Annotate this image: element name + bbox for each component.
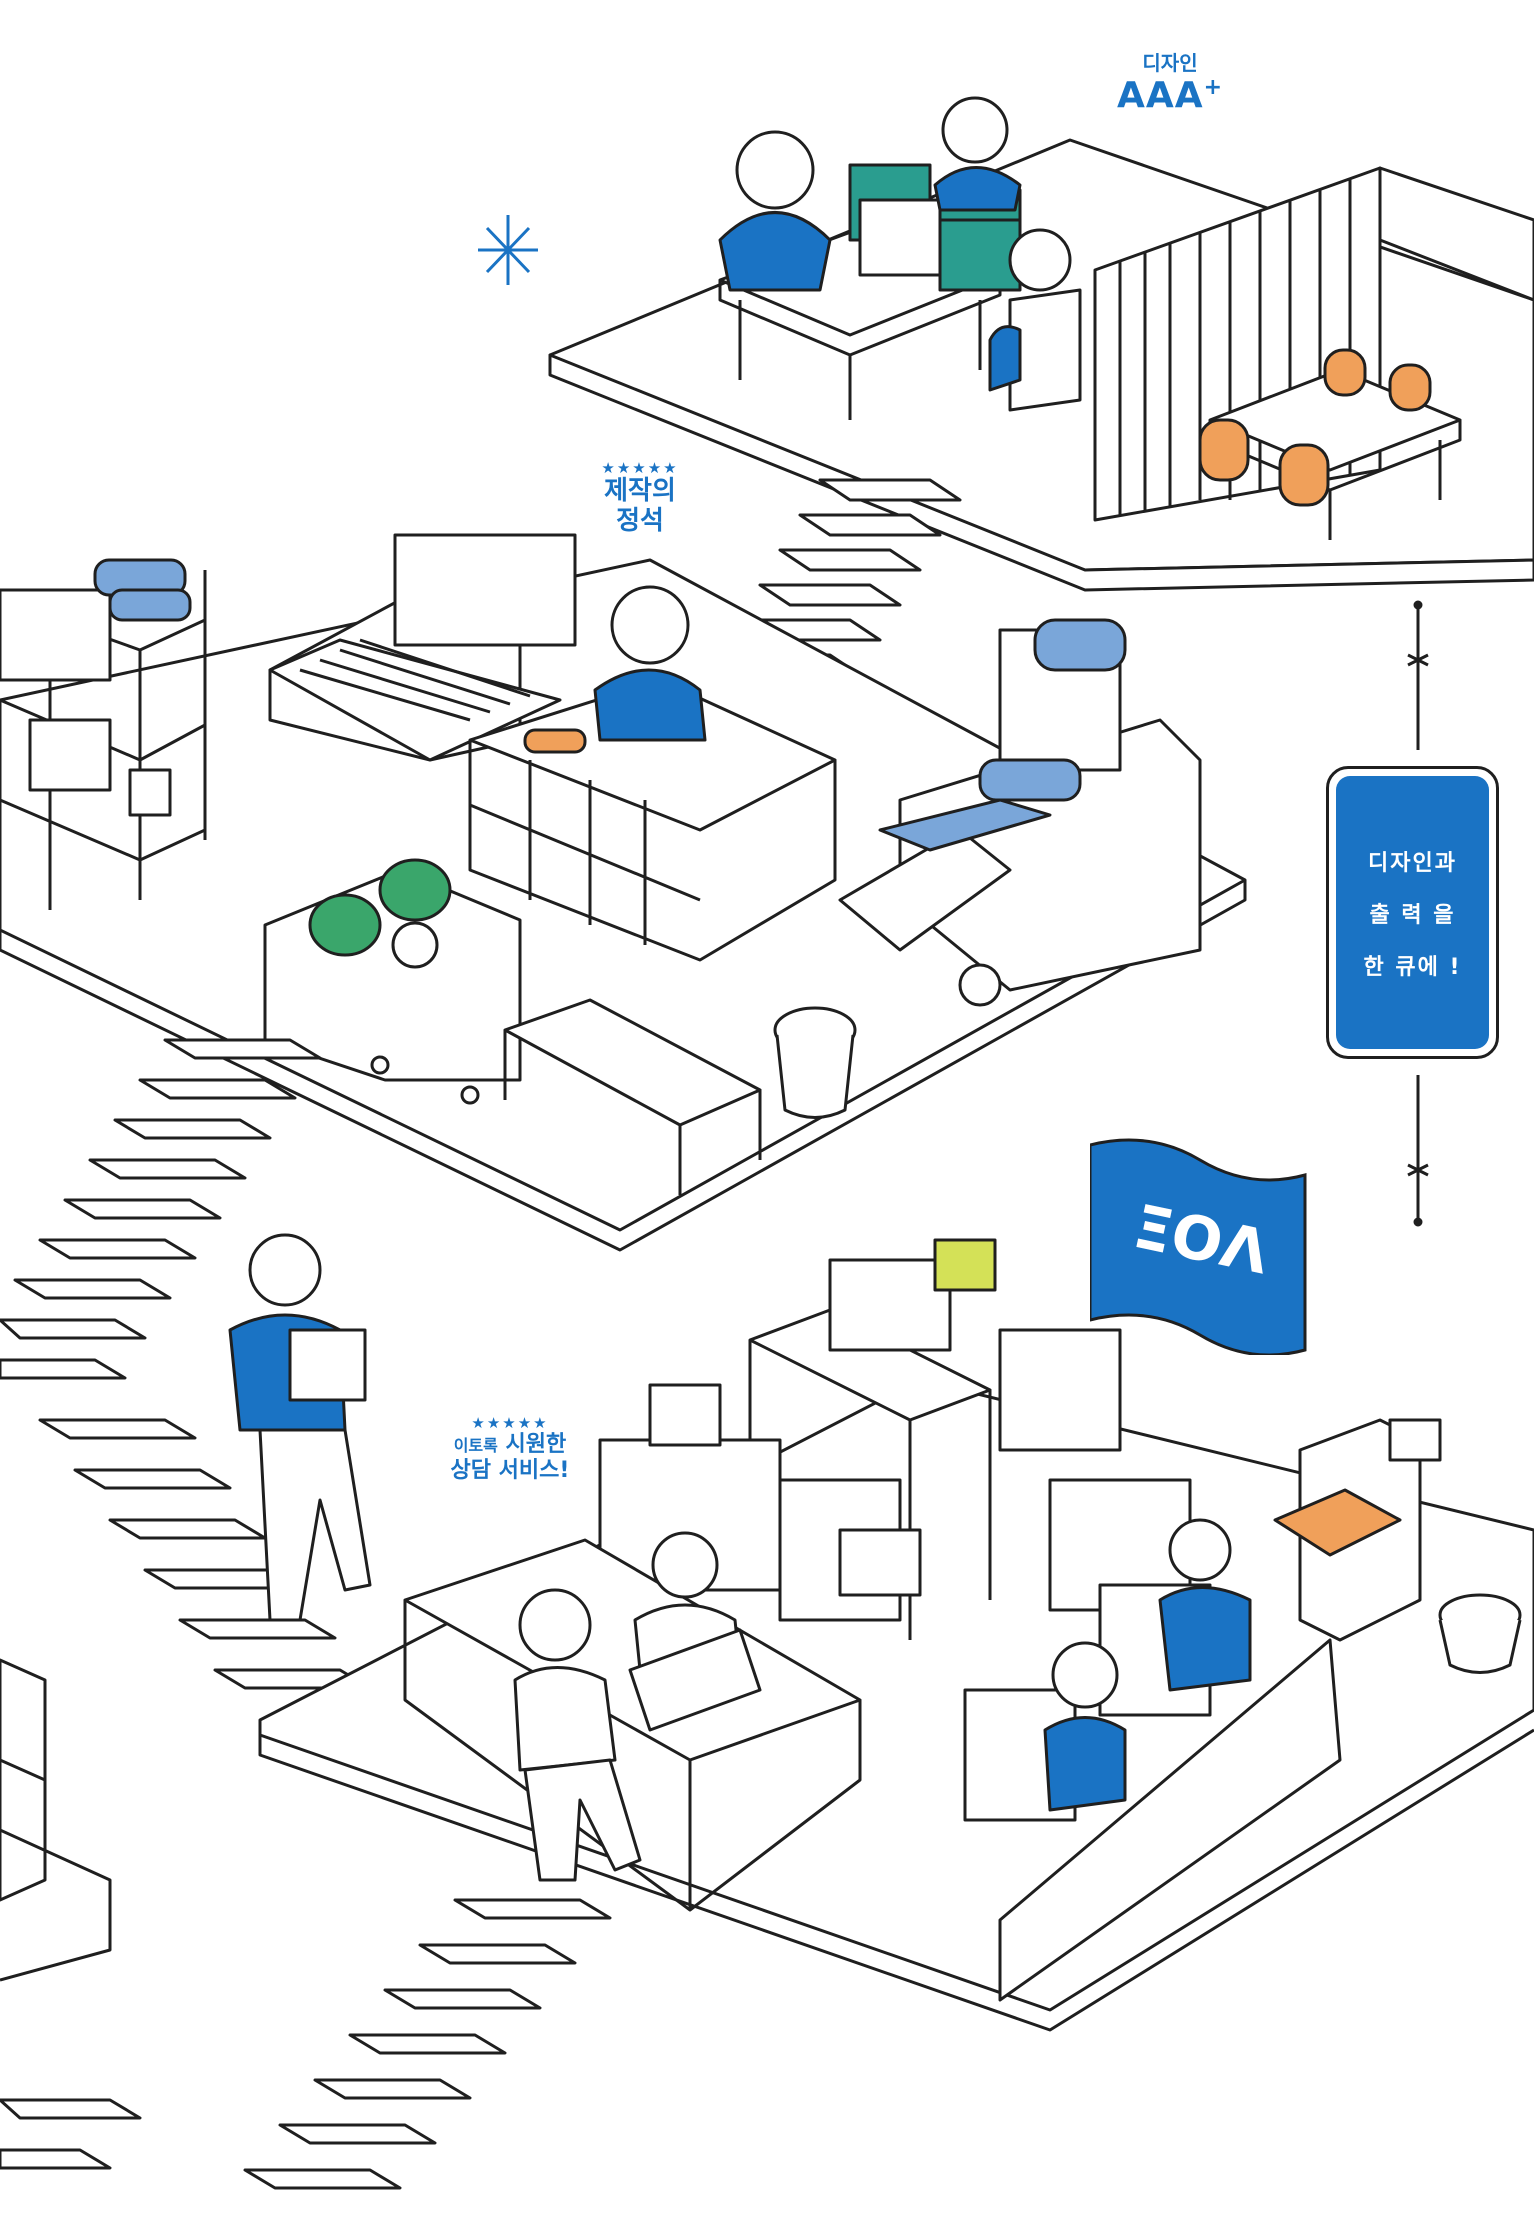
- sparkle-icon: [478, 215, 538, 285]
- trash-can: [773, 1006, 857, 1119]
- reception-staff: [628, 1531, 762, 1732]
- banner-ornament: [1407, 600, 1429, 1227]
- design-label-big: AAA+: [1105, 75, 1235, 116]
- consult-line2: 상담 서비스!: [450, 1457, 570, 1483]
- copier: [1273, 1418, 1442, 1642]
- man-carrying-box: [228, 1233, 372, 1622]
- cutting-table: [468, 678, 837, 962]
- wide-format-printer: [838, 618, 1202, 1007]
- banner-line2: 출 력 을: [1369, 902, 1456, 928]
- storage-shelf: [0, 558, 207, 910]
- banner-inner: 디자인과 출 력 을 한 큐에 !: [1336, 776, 1489, 1049]
- staff-bottom-right: [1043, 1641, 1127, 1812]
- middle-floor: [0, 533, 1247, 1252]
- slogan-banner: 디자인과 출 력 을 한 큐에 !: [1320, 760, 1505, 1065]
- design-grade-plus: +: [1203, 75, 1224, 100]
- design-label: 디자인 AAA+: [1105, 51, 1235, 117]
- banner-line3: 한 큐에 !: [1363, 954, 1462, 980]
- consult-stars: ★★★★★: [471, 1414, 549, 1432]
- bottom-floor: [258, 1238, 1534, 2032]
- consult-line1-small: 이토록: [453, 1436, 498, 1456]
- design-label-small: 디자인: [1142, 51, 1198, 75]
- production-line2: 정석: [616, 506, 664, 537]
- customer: [513, 1588, 642, 1882]
- banner-frame: [1326, 766, 1499, 1059]
- bench: [503, 998, 762, 1195]
- consult-line1-big: 시원한: [505, 1432, 567, 1458]
- production-worker: [593, 585, 707, 742]
- roll-cart: [263, 858, 522, 1105]
- production-stars: ★★★★★: [601, 459, 679, 477]
- designer-chair: [988, 228, 1082, 412]
- consult-label: ★★★★★ 이토록 시원한 상담 서비스!: [420, 1414, 600, 1483]
- conveyor-machine: [268, 533, 577, 762]
- eoa-logo-sign: ΞOΛ: [1090, 1138, 1307, 1355]
- left-block: [0, 1658, 112, 1982]
- staff-top-right: [1158, 1518, 1252, 1692]
- designer-back: [933, 96, 1022, 212]
- small-trash-icon: [1438, 1593, 1522, 1674]
- production-label: ★★★★★ 제작의 정석: [580, 459, 700, 537]
- stairs-bottom: [0, 1898, 612, 2190]
- banner-line1: 디자인과: [1368, 850, 1457, 876]
- stairs-left: [0, 1038, 372, 1690]
- orange-chairs: [1198, 348, 1432, 507]
- top-floor: [548, 96, 1534, 592]
- design-desk: [718, 163, 1022, 420]
- designer-left: [718, 130, 832, 292]
- production-line1: 제작의: [604, 476, 676, 507]
- office-machines: [598, 1238, 1192, 1640]
- design-grade: AAA: [1116, 75, 1204, 116]
